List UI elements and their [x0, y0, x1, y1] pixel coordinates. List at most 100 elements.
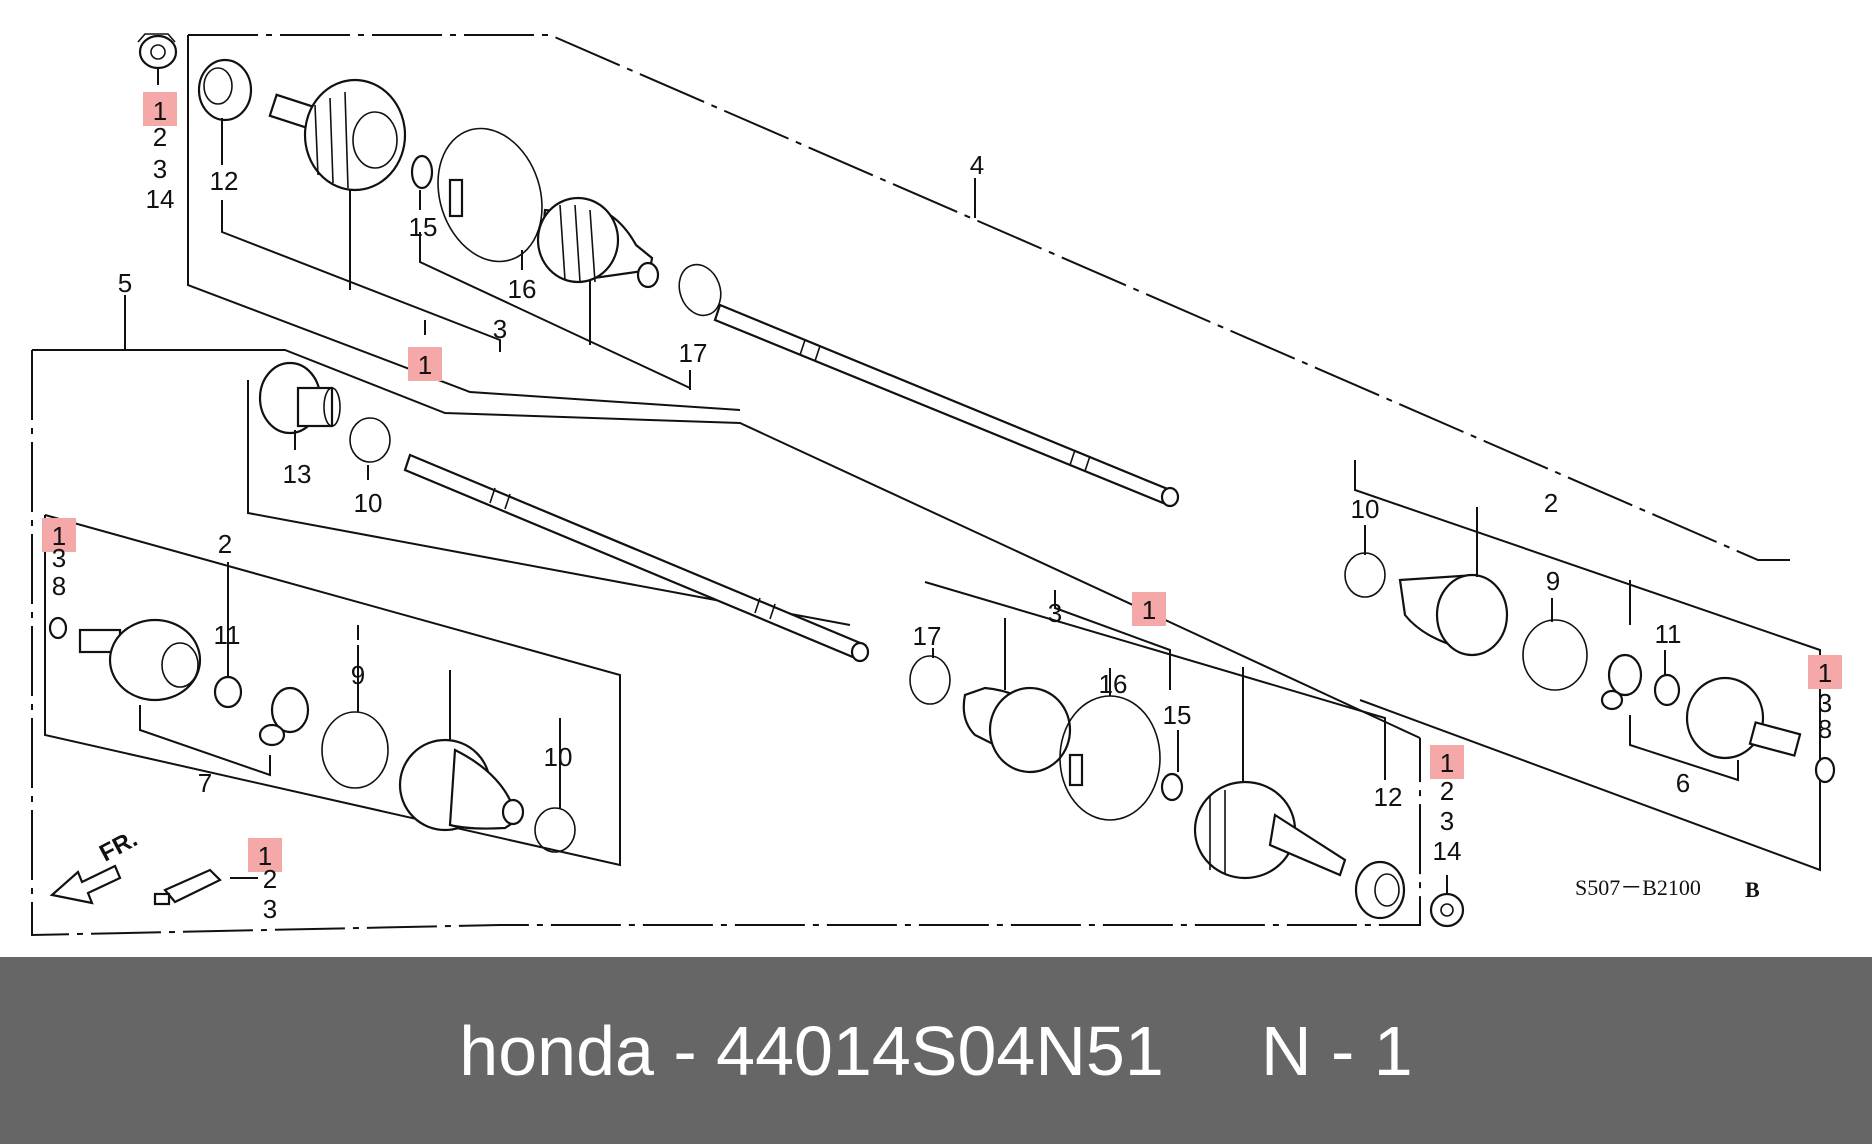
bracket-13-10 [247, 380, 851, 626]
callout: 3 [493, 314, 507, 344]
callout: 15 [1163, 700, 1192, 730]
dust-seal-12-center [1354, 860, 1406, 920]
callout: 9 [1546, 566, 1560, 596]
highlight-1-center [1132, 592, 1166, 626]
callout: 16 [1099, 669, 1128, 699]
highlight-1-center-right [1430, 745, 1464, 779]
callout: 12 [1374, 782, 1403, 812]
circlip-8-right [1814, 756, 1836, 784]
flange-nut-top [137, 33, 178, 70]
boot-band-16-center [1059, 695, 1161, 821]
outboard-joint-center [1193, 780, 1347, 880]
front-arrow-label: FR. [95, 825, 142, 867]
bracket-6 [1629, 715, 1739, 782]
callout: 5 [118, 268, 132, 298]
callout: 1 [418, 350, 432, 380]
inboard-joint-right [1685, 676, 1802, 760]
boot-band-16-top [437, 127, 543, 263]
callout: 1 [153, 96, 167, 126]
callout: 11 [214, 620, 241, 650]
callout: 1 [258, 841, 272, 871]
front-arrow-icon: FR. [49, 825, 142, 905]
callout: 9 [351, 660, 365, 690]
callout: 3 [1048, 598, 1062, 628]
diagram-reference-code: S507－B2100 [1575, 875, 1701, 900]
callout: 2 [263, 864, 277, 894]
diagram-reference-suffix: B [1745, 877, 1760, 902]
highlight-1-left [42, 518, 76, 552]
callout: 15 [409, 212, 438, 242]
callout: 10 [544, 742, 573, 772]
caption-bar: honda - 44014S04N51 N - 1 [0, 957, 1872, 1144]
circlip-15-center [1160, 772, 1184, 802]
callout: 17 [913, 621, 942, 651]
bracket-right [1354, 460, 1821, 872]
callout: 10 [354, 488, 383, 518]
highlight-1-top-center [408, 347, 442, 381]
spider-assembly-right [1600, 653, 1643, 711]
callout: 1 [1818, 658, 1832, 688]
callout: 8 [1818, 714, 1832, 744]
joint-boot-top [536, 196, 660, 289]
bracket-center-inner [1054, 590, 1171, 690]
callout: 3 [1818, 688, 1832, 718]
dust-seal-12-top [197, 58, 253, 122]
grease-tube [153, 868, 222, 906]
callout: 3 [52, 543, 66, 573]
callout: 3 [263, 894, 277, 924]
callout: 7 [198, 768, 212, 798]
bracket-left-lower [44, 514, 621, 867]
callout: 2 [153, 122, 167, 152]
boot-band-10-left [534, 807, 576, 853]
highlight-1-bottom [248, 838, 282, 872]
callout: 3 [1440, 806, 1454, 836]
part-caption: honda - 44014S04N51 N - 1 [459, 1011, 1413, 1090]
outboard-joint-top [268, 78, 407, 192]
stopper-ring-11-right [1653, 673, 1681, 707]
callout: 12 [210, 166, 239, 196]
boot-band-9-left [321, 711, 389, 789]
callout: 11 [1655, 619, 1682, 649]
highlight-1-right [1808, 655, 1842, 689]
boot-band-10-mid [349, 417, 391, 463]
group-5-top [32, 349, 1421, 739]
circlip-8-left [48, 616, 68, 640]
stopper-ring-11-left [213, 675, 243, 709]
inboard-joint-left [78, 618, 202, 702]
callout: 16 [508, 274, 537, 304]
flange-nut-center [1429, 892, 1465, 928]
joint-boot-left [398, 738, 525, 832]
driveshaft-exploded-view: FR. [31, 33, 1842, 937]
callout: 8 [52, 571, 66, 601]
callout: 1 [52, 521, 66, 551]
spider-assembly-left [258, 686, 310, 747]
group-4-left-edge [187, 35, 741, 411]
callout: 10 [1351, 494, 1380, 524]
callout: 1 [1142, 595, 1156, 625]
group-4-outline [188, 34, 1790, 561]
callout: 2 [1544, 488, 1558, 518]
callout-labels: 1 2 3 14 12 15 16 3 17 1 4 5 13 10 1 3 8… [52, 96, 1832, 924]
callout: 14 [1433, 836, 1462, 866]
callout: 1 [1440, 748, 1454, 778]
callout: 13 [283, 459, 312, 489]
circlip-15-top [410, 154, 434, 190]
boot-band-10-right [1344, 552, 1386, 598]
driveshaft-top [713, 303, 1180, 508]
callout: 4 [970, 150, 984, 180]
driveshaft-left [403, 453, 870, 663]
highlight-1-top-left [143, 92, 177, 126]
bracket-3-top [221, 200, 501, 352]
leader-lines [124, 68, 1666, 895]
boot-band-9-right [1522, 619, 1588, 691]
callout: 3 [153, 154, 167, 184]
boot-band-17-top [678, 263, 722, 317]
callout: 2 [1440, 776, 1454, 806]
bracket-7 [139, 705, 271, 777]
group-5-outline [31, 350, 1421, 937]
bracket-17-top [419, 232, 691, 389]
callout: 17 [679, 338, 708, 368]
callout: 6 [1676, 768, 1690, 798]
callout: 2 [218, 529, 232, 559]
joint-housing-13 [258, 361, 341, 435]
